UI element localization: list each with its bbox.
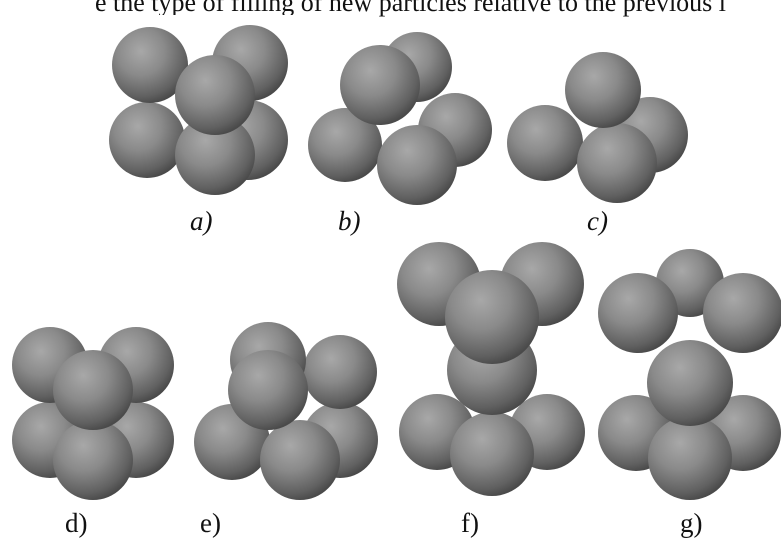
panel-label-e: e) [200, 508, 221, 538]
sphere-cluster-a [105, 15, 295, 200]
panel-label-c: c) [587, 206, 608, 236]
panel-label-b: b) [338, 206, 361, 236]
panel-label-d: d) [65, 508, 88, 538]
figure-caption-fragment: e the type of filling of new particles r… [95, 0, 727, 17]
panel-label-g: g) [680, 508, 703, 538]
sphere-cluster-b [305, 25, 495, 205]
sphere-cluster-c [505, 45, 690, 205]
sphere-cluster-e [190, 320, 385, 500]
sphere-cluster-d [8, 320, 180, 500]
sphere-cluster-g [598, 248, 781, 504]
panel-label-f: f) [461, 508, 479, 538]
panel-label-a: a) [190, 206, 213, 236]
sphere-cluster-f [397, 232, 587, 504]
